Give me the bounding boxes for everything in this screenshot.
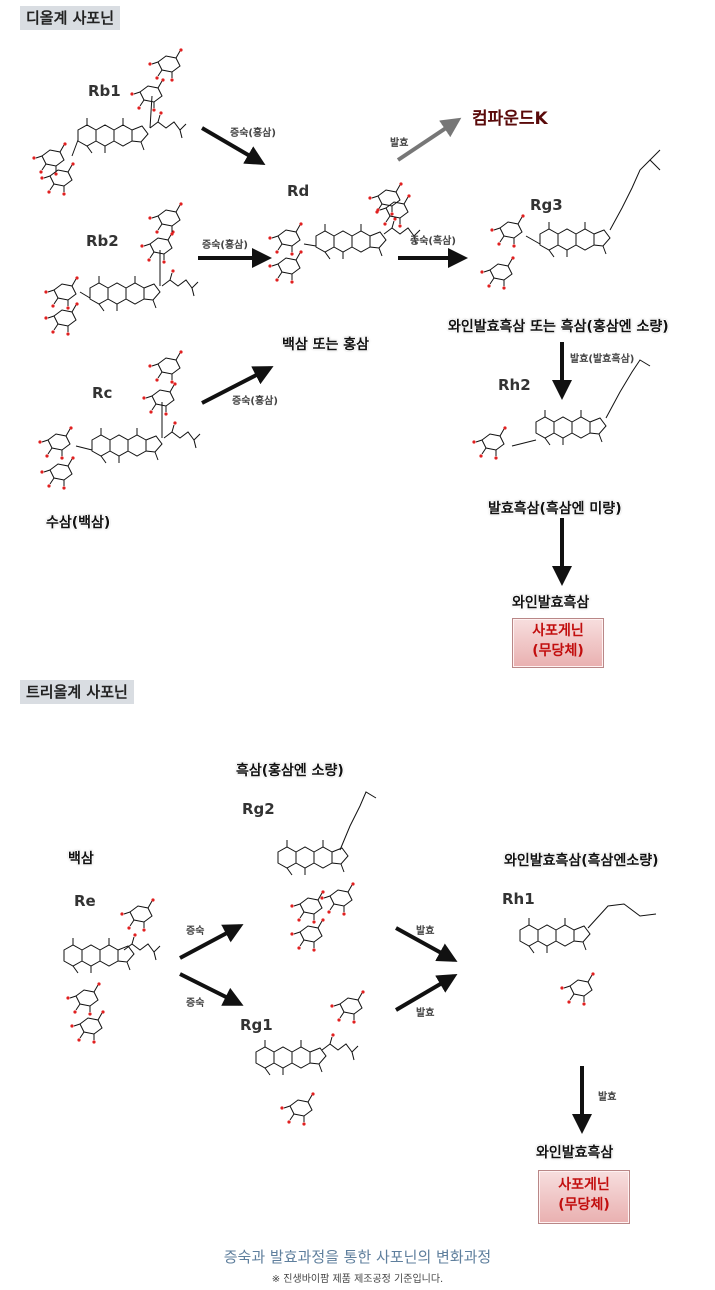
stage-wine-black2: 와인발효흑삼 (536, 1145, 614, 1161)
stage-wine-black-small: 와인발효흑삼 또는 흑삼(홍삼엔 소량) (448, 319, 669, 335)
arrow-rg2-to-rh1 (395, 926, 458, 962)
arrow-rb1-to-rd (200, 126, 266, 166)
rc-label: Rc (92, 384, 113, 402)
rg1-structure (255, 989, 366, 1127)
stage-white: 백삼 (68, 851, 94, 867)
stage-white-or-red: 백삼 또는 홍삼 (282, 337, 370, 353)
sapogenin-box-triol-line2: (무당체) (558, 1197, 610, 1213)
rh1-label: Rh1 (502, 890, 535, 908)
re-structure (63, 897, 161, 1045)
stage-black-small-in-red: 흑삼(홍삼엔 소량) (236, 763, 344, 779)
stage-wine-black-small2: 와인발효흑삼(흑삼엔소량) (504, 853, 659, 869)
stage-fresh: 수삼(백삼) (46, 515, 111, 531)
arrow-re-to-rg1 (179, 972, 244, 1006)
ferment-black-label: 발효(발효흑삼) (570, 354, 635, 365)
stage-fermented-black: 발효흑삼(흑삼엔 미량) (488, 501, 622, 517)
rg2-label: Rg2 (242, 800, 275, 818)
ferment-label-rg2: 발효 (416, 926, 435, 937)
re-label: Re (74, 892, 96, 910)
sapogenin-box-diol-line1: 사포게닌 (532, 623, 584, 639)
rh1-structure (519, 903, 657, 1007)
sapogenin-box-triol-line1: 사포게닌 (558, 1177, 610, 1193)
rg1-label: Rg1 (240, 1016, 273, 1034)
ferment-label-rg1: 발효 (416, 1008, 435, 1019)
rb1-structure (31, 47, 187, 197)
ferment-label-rh1: 발효 (598, 1092, 617, 1103)
steam-label-rb2: 증숙(홍삼) (202, 240, 248, 251)
rh2-label: Rh2 (498, 376, 531, 394)
rg2-structure (277, 791, 377, 953)
steam-label-rb1: 증숙(홍삼) (230, 128, 276, 139)
triol-section-title: 트리올계 사포닌 (20, 680, 134, 704)
steam-black-label: 증숙(흑삼) (410, 236, 456, 247)
rg3-structure (479, 149, 661, 291)
arrow-rg1-to-rh1 (394, 973, 458, 1012)
diol-section-title: 디올계 사포닌 (20, 6, 121, 30)
steam-label-rg2: 증숙 (186, 926, 205, 937)
rb2-label: Rb2 (86, 232, 119, 250)
compound-k-label: 컴파운드K (472, 109, 548, 129)
rg3-label: Rg3 (530, 196, 563, 214)
rb1-label: Rb1 (88, 82, 121, 100)
sapogenin-box-triol: 사포게닌 (무당체) (538, 1170, 630, 1224)
rc-structure (37, 349, 201, 491)
figure-caption: 증숙과 발효과정을 통한 사포닌의 변화과정 (223, 1248, 492, 1266)
rd-structure (267, 181, 421, 285)
rb2-structure (43, 201, 199, 337)
stage-wine-black: 와인발효흑삼 (512, 595, 590, 611)
sapogenin-box-diol: 사포게닌 (무당체) (512, 618, 604, 668)
rh2-structure (471, 359, 651, 461)
footer-note: ※ 진생바이팜 제품 제조공정 기준입니다. (271, 1274, 444, 1285)
steam-label-rg1: 증숙 (186, 998, 205, 1009)
ferment-label-ck: 발효 (390, 138, 409, 149)
arrow-to-compoundk (396, 117, 462, 162)
arrow-rc-to-rd (201, 366, 274, 405)
sapogenin-box-diol-line2: (무당체) (532, 643, 584, 659)
rd-label: Rd (287, 182, 310, 200)
steam-label-rc: 증숙(홍삼) (232, 396, 278, 407)
arrow-re-to-rg2 (179, 924, 244, 960)
